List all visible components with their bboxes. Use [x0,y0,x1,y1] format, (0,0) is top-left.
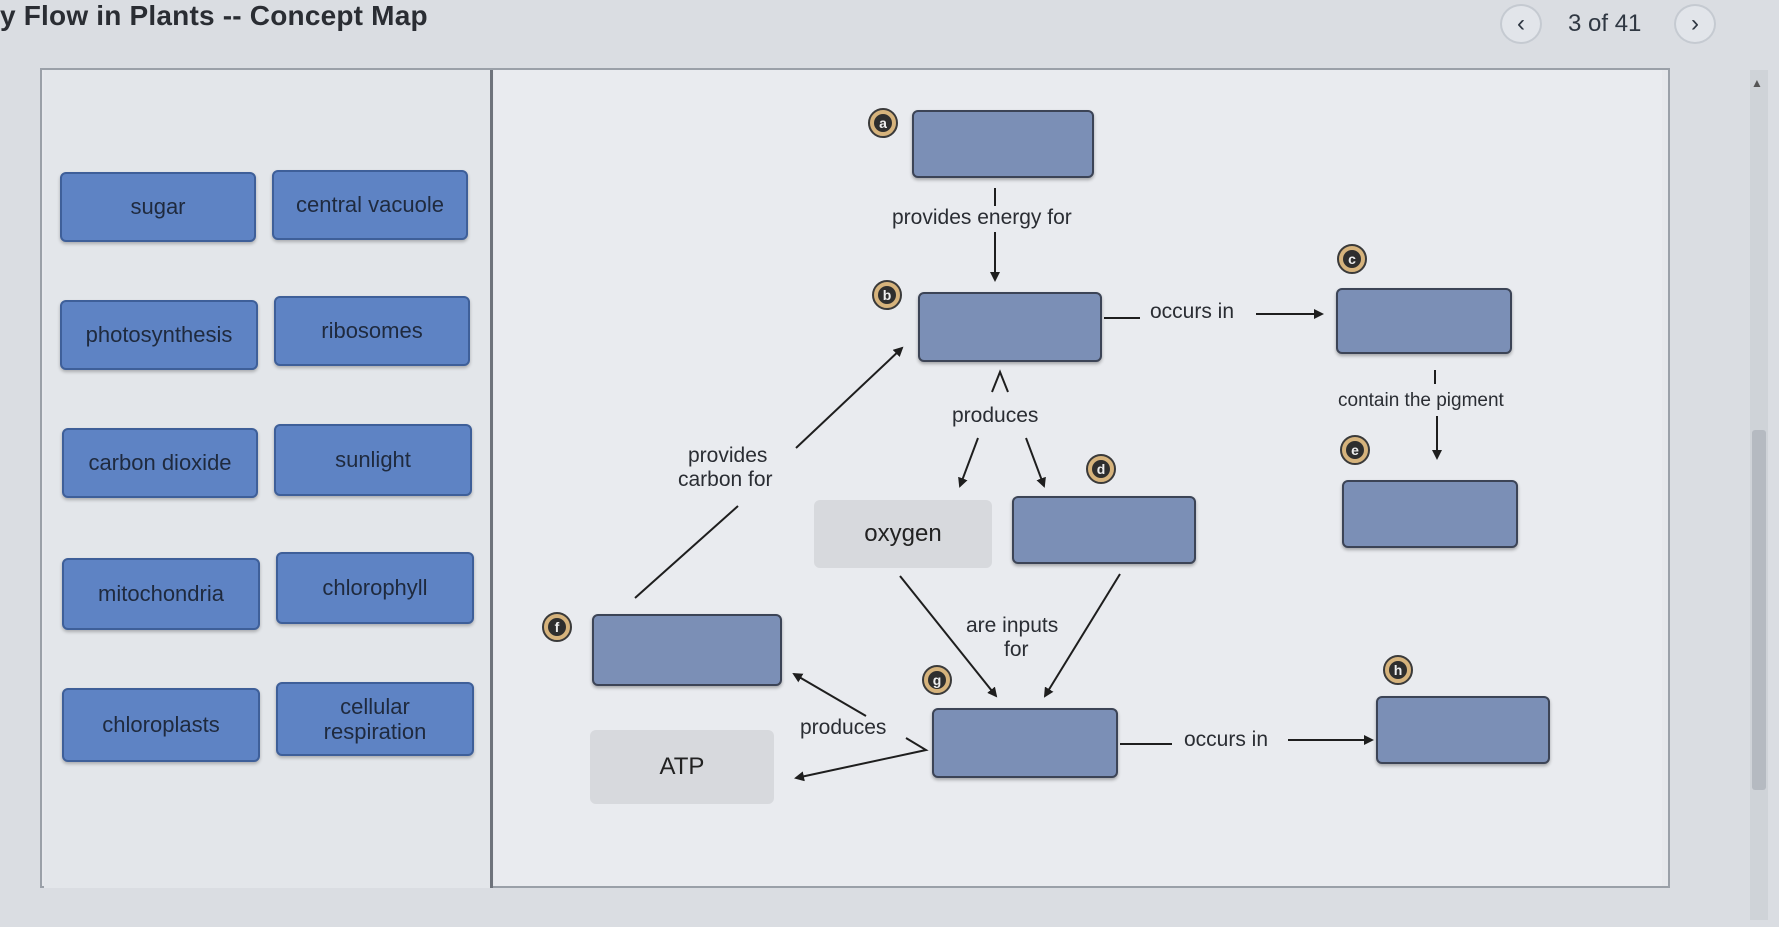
label-tile-photosynthesis[interactable]: photosynthesis [60,300,258,370]
link-occurs-in-bottom: occurs in [1184,728,1269,751]
chevron-right-icon: › [1691,10,1699,37]
scroll-up-arrow-icon[interactable]: ▲ [1751,76,1763,90]
label-tile-mitochondria[interactable]: mitochondria [62,558,260,630]
marker-d: d [1086,454,1116,484]
atp-term: ATP [590,730,774,804]
link-produces-top: produces [952,404,1039,427]
drop-target-b[interactable] [918,292,1102,362]
drop-target-c[interactable] [1336,288,1512,354]
previous-button[interactable]: ‹ [1500,4,1542,44]
link-produces-bottom: produces [800,716,887,739]
drop-target-e[interactable] [1342,480,1518,548]
oxygen-term: oxygen [814,500,992,568]
next-button[interactable]: › [1674,4,1716,44]
marker-h: h [1383,655,1413,685]
page-counter: 3 of 41 [1568,10,1642,37]
marker-g: g [922,665,952,695]
marker-c: c [1337,244,1367,274]
label-tile-sugar[interactable]: sugar [60,172,256,242]
link-occurs-in-top: occurs in [1150,300,1235,323]
drop-target-g[interactable] [932,708,1118,778]
drop-target-d[interactable] [1012,496,1196,564]
marker-e: e [1340,435,1370,465]
drop-target-h[interactable] [1376,696,1550,764]
label-tile-ribosomes[interactable]: ribosomes [274,296,470,366]
chevron-left-icon: ‹ [1517,10,1525,37]
link-are-inputs: are inputs [966,614,1059,637]
label-tile-central-vacuole[interactable]: central vacuole [272,170,468,240]
drop-target-f[interactable] [592,614,782,686]
marker-b: b [872,280,902,310]
label-tile-chlorophyll[interactable]: chlorophyll [276,552,474,624]
label-tile-sunlight[interactable]: sunlight [274,424,472,496]
marker-f: f [542,612,572,642]
marker-a: a [868,108,898,138]
drop-target-a[interactable] [912,110,1094,178]
link-provides: provides [688,444,768,467]
link-for: for [1004,638,1029,661]
label-tile-carbon-dioxide[interactable]: carbon dioxide [62,428,258,498]
link-provides-energy-for: provides energy for [892,206,1072,229]
link-contain-the-pigment: contain the pigment [1338,390,1504,411]
scrollbar-thumb[interactable] [1752,430,1766,790]
page-title: y Flow in Plants -- Concept Map [0,0,428,31]
link-carbon-for: carbon for [678,468,773,491]
label-tile-cellular-respiration[interactable]: cellular respiration [276,682,474,756]
label-tile-chloroplasts[interactable]: chloroplasts [62,688,260,762]
